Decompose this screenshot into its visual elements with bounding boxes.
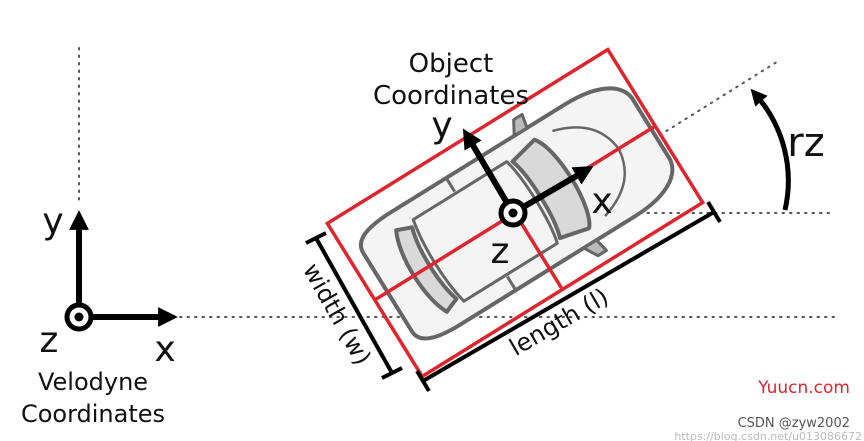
object-y-label: y [431, 105, 452, 146]
author-watermark: CSDN @zyw2002 [738, 416, 850, 431]
velodyne-coordinates-title-line1: Velodyne [38, 368, 148, 396]
velodyne-x-label: x [154, 329, 175, 370]
velodyne-coordinates-title-line2: Coordinates [21, 400, 165, 428]
roof [411, 160, 559, 303]
door-line-right [506, 275, 518, 291]
object-coordinates-title-line1: Object [409, 49, 494, 79]
dimension-lines [305, 200, 722, 393]
object-heading-guide [659, 59, 781, 136]
velodyne-z-axis-dot [74, 312, 84, 322]
object-x-label: x [591, 181, 612, 222]
object-y-axis [462, 128, 516, 215]
url-watermark: https://blog.csdn.net/u013086672 [674, 430, 862, 441]
door-line-left [444, 177, 456, 193]
velodyne-y-label: y [42, 201, 63, 242]
mirror-right [582, 238, 608, 258]
rotation-label: rz [787, 120, 824, 166]
mirror-left [512, 112, 529, 138]
length-tick-left [415, 369, 431, 393]
site-watermark: Yuucn.com [757, 378, 850, 398]
width-dimension-line [314, 237, 394, 374]
width-tick-top [305, 231, 327, 245]
length-dimension-line [421, 210, 716, 383]
velodyne-axes [69, 210, 178, 327]
object-z-axis-dot [508, 208, 518, 218]
velodyne-z-label: z [40, 320, 59, 361]
object-coordinates-title-line2: Coordinates [373, 81, 529, 111]
width-tick-bottom [381, 366, 403, 380]
length-tick-right [706, 200, 722, 224]
rotation-arrow [750, 88, 791, 211]
object-z-label: z [491, 231, 510, 272]
